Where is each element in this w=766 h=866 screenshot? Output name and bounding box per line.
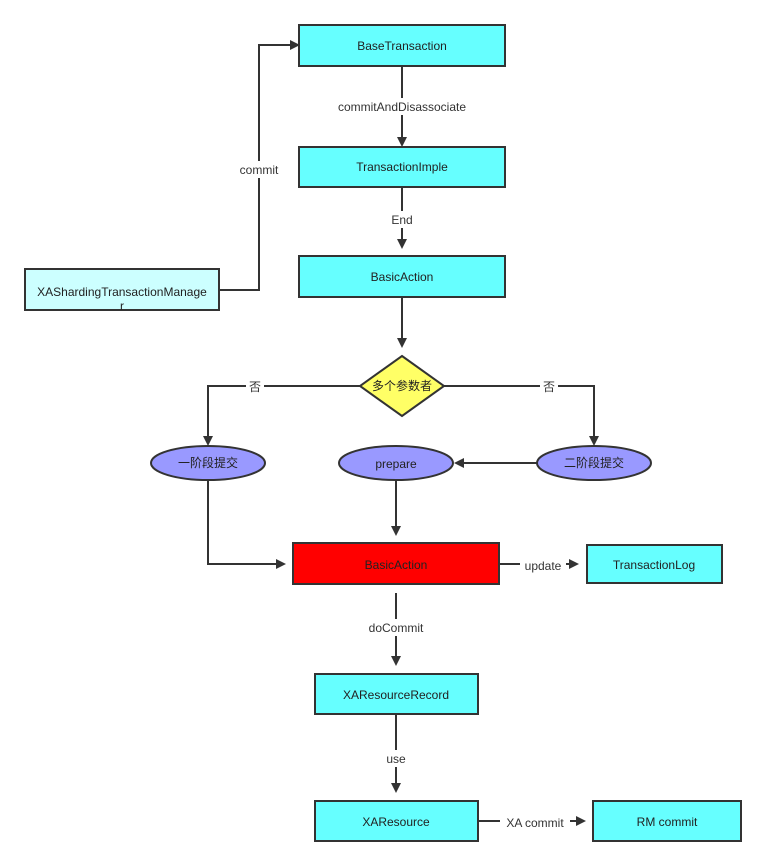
node-base-transaction[interactable]: BaseTransaction: [298, 24, 506, 67]
edge-no-left: [203, 385, 360, 446]
node-prepare[interactable]: prepare: [338, 445, 454, 481]
node-xa-sharding-transaction-manager[interactable]: XAShardingTransactionManage r: [24, 268, 220, 313]
edge-label-xa-commit: XA commit: [506, 816, 564, 830]
node-xa-resource[interactable]: XAResource: [314, 800, 479, 842]
node-label-basic-action-main: BasicAction: [365, 558, 428, 572]
node-label-transaction-log: TransactionLog: [613, 558, 695, 572]
edge-label-end: End: [391, 213, 412, 227]
edge-one-phase-to-basic: [207, 481, 286, 569]
node-label-transaction-imple: TransactionImple: [356, 160, 448, 174]
edge-no-right: [444, 385, 599, 446]
node-decision[interactable]: 多个参数者: [358, 354, 446, 418]
node-label-manager-line2: r: [120, 299, 124, 313]
node-rm-commit[interactable]: RM commit: [592, 800, 742, 842]
edge-label-commit: commit: [240, 163, 279, 177]
node-label-two-phase: 二阶段提交: [564, 455, 624, 470]
node-label-manager-line1: XAShardingTransactionManage: [37, 285, 207, 299]
node-label-decision: 多个参数者: [372, 378, 432, 393]
node-transaction-log[interactable]: TransactionLog: [586, 544, 723, 584]
node-label-xa-resource: XAResource: [362, 815, 430, 829]
edge-label-update: update: [525, 559, 562, 573]
edge-label-use: use: [386, 752, 406, 766]
node-basic-action-main[interactable]: BasicAction: [292, 542, 500, 585]
node-basic-action-top[interactable]: BasicAction: [298, 255, 506, 298]
node-label-prepare: prepare: [375, 457, 417, 471]
node-label-one-phase: 一阶段提交: [178, 455, 238, 470]
node-label-xa-resource-record: XAResourceRecord: [343, 688, 449, 702]
edge-label-no-left: 否: [249, 380, 261, 394]
edge-label-commit-and-disassociate: commitAndDisassociate: [338, 100, 466, 114]
node-xa-resource-record[interactable]: XAResourceRecord: [314, 673, 479, 715]
node-transaction-imple[interactable]: TransactionImple: [298, 146, 506, 188]
edge-label-no-right: 否: [543, 380, 555, 394]
node-two-phase-commit[interactable]: 二阶段提交: [536, 445, 652, 481]
node-label-base-transaction: BaseTransaction: [357, 39, 447, 53]
node-one-phase-commit[interactable]: 一阶段提交: [150, 445, 266, 481]
node-label-rm-commit: RM commit: [637, 815, 698, 829]
edge-label-do-commit: doCommit: [369, 621, 424, 635]
node-label-basic-action-top: BasicAction: [371, 270, 434, 284]
